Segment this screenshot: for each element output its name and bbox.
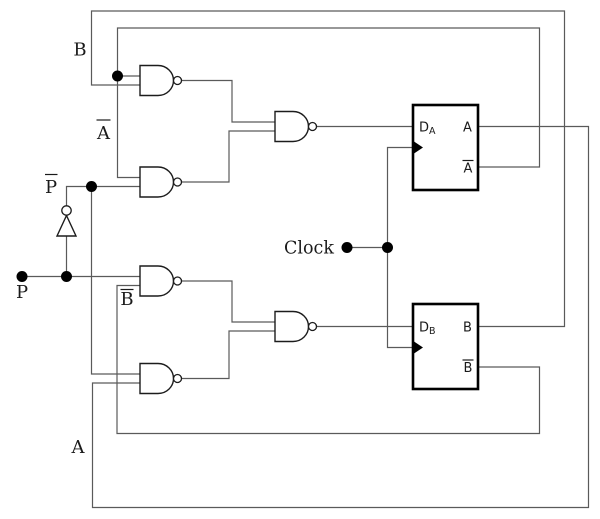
nand-4-bubble xyxy=(172,373,183,384)
flipflop-a: DA A A xyxy=(411,103,480,192)
label-a-bar: A xyxy=(96,123,111,144)
label-p-bar: P xyxy=(45,177,57,198)
nand-gate-2 xyxy=(139,166,183,198)
nand-6-bubble xyxy=(307,321,318,332)
wire-b-feedback xyxy=(90,10,566,328)
nand-gate-6 xyxy=(274,310,318,343)
label-p: P xyxy=(16,282,28,303)
flipflop-a-qbar-label: A xyxy=(464,162,473,177)
junction-dot-a-bar xyxy=(112,70,123,82)
flipflop-b-box xyxy=(411,302,480,391)
label-b-bar: B xyxy=(120,289,133,310)
junction-dot-p-inverter xyxy=(61,271,72,282)
inverter-triangle xyxy=(55,213,78,237)
flipflop-a-box xyxy=(411,103,480,192)
terminal-dot-clock xyxy=(341,242,353,253)
flipflop-b-d-label: DB xyxy=(419,321,436,338)
wire-nand4-to-nand6 xyxy=(181,330,275,380)
flipflop-b-clock-triangle-icon xyxy=(414,341,423,354)
junction-dot-clock xyxy=(382,242,393,253)
flipflop-b-qbar-label: B xyxy=(464,361,473,376)
label-b: B xyxy=(73,40,86,61)
flipflop-a-q-label: A xyxy=(463,121,472,136)
flipflop-a-d-label: DA xyxy=(419,121,436,138)
nand-gate-1 xyxy=(139,64,183,97)
label-a: A xyxy=(71,437,86,458)
wire-b-bar-feedback xyxy=(116,284,541,435)
nand-gate-4 xyxy=(139,362,183,395)
nand-2-bubble xyxy=(172,177,183,187)
label-clock: Clock xyxy=(284,239,334,259)
wire-nand3-to-nand6 xyxy=(181,280,275,323)
inverter-p xyxy=(55,205,78,237)
nand-gate-5 xyxy=(274,110,318,143)
wire-a-feedback xyxy=(91,125,590,509)
flipflop-b: DB B B xyxy=(411,302,480,391)
nand-1-bubble xyxy=(172,75,183,86)
junction-dot-p-bar xyxy=(86,181,97,192)
wire-nand1-to-nand5 xyxy=(181,79,275,123)
wire-p-bar-net xyxy=(65,185,140,375)
nand-3-bubble xyxy=(172,276,183,286)
wire-nand2-to-nand5 xyxy=(181,130,275,183)
inverter-bubble xyxy=(61,205,72,216)
flipflop-a-clock-triangle-icon xyxy=(414,141,423,154)
terminal-dot-p xyxy=(16,271,28,282)
wire-clock-net xyxy=(347,146,413,349)
flipflop-b-q-label: B xyxy=(463,321,472,336)
nand-gate-3 xyxy=(139,265,183,297)
wires xyxy=(22,10,590,509)
nand-5-bubble xyxy=(307,121,318,132)
